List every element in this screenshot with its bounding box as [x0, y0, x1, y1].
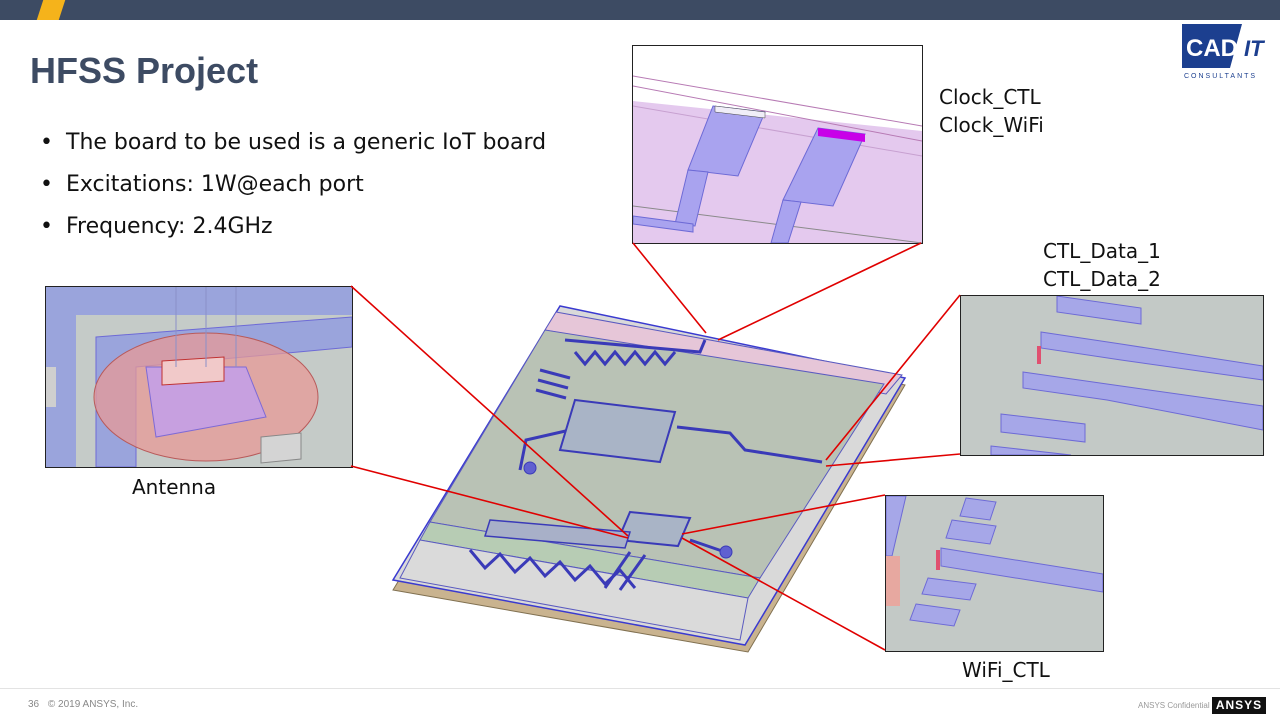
- label-clock-ctl: Clock_CTL: [939, 85, 1041, 109]
- copyright: © 2019 ANSYS, Inc.: [47, 699, 139, 710]
- label-clock-wifi: Clock_WiFi: [939, 113, 1044, 137]
- bullet-item: •The board to be used is a generic IoT b…: [40, 128, 546, 170]
- bullet-icon: •: [40, 214, 53, 239]
- confidential-label: ANSYS Confidential: [1138, 701, 1210, 710]
- bullet-item: •Excitations: 1W@each port: [40, 170, 546, 212]
- cadit-logo: CAD IT CONSULTANTS: [1182, 24, 1278, 80]
- bullet-icon: •: [40, 172, 53, 197]
- footer-left: 36 © 2019 ANSYS, Inc.: [28, 699, 138, 710]
- label-ctl-data-1: CTL_Data_1: [1043, 239, 1161, 263]
- bullet-list: •The board to be used is a generic IoT b…: [40, 128, 546, 254]
- label-ctl-data-2: CTL_Data_2: [1043, 267, 1161, 291]
- label-wifi-ctl: WiFi_CTL: [962, 658, 1050, 682]
- header-bar: [0, 0, 1280, 20]
- bullet-item: •Frequency: 2.4GHz: [40, 212, 546, 254]
- footer: 36 © 2019 ANSYS, Inc. ANSYS Confidential: [0, 688, 1280, 721]
- clock-zoom-panel: [632, 45, 923, 244]
- ansys-logo: ANSYS: [1212, 697, 1266, 714]
- ctl-data-zoom-panel: [960, 295, 1264, 456]
- page-number: 36: [28, 699, 40, 710]
- bullet-icon: •: [40, 130, 53, 155]
- svg-text:CONSULTANTS: CONSULTANTS: [1184, 73, 1257, 80]
- label-antenna: Antenna: [132, 475, 217, 499]
- wifi-ctl-zoom-panel: [885, 495, 1104, 652]
- antenna-zoom-panel: [45, 286, 353, 468]
- svg-text:IT: IT: [1244, 36, 1265, 61]
- svg-text:CAD: CAD: [1186, 35, 1238, 62]
- slide-title: HFSS Project: [30, 50, 259, 91]
